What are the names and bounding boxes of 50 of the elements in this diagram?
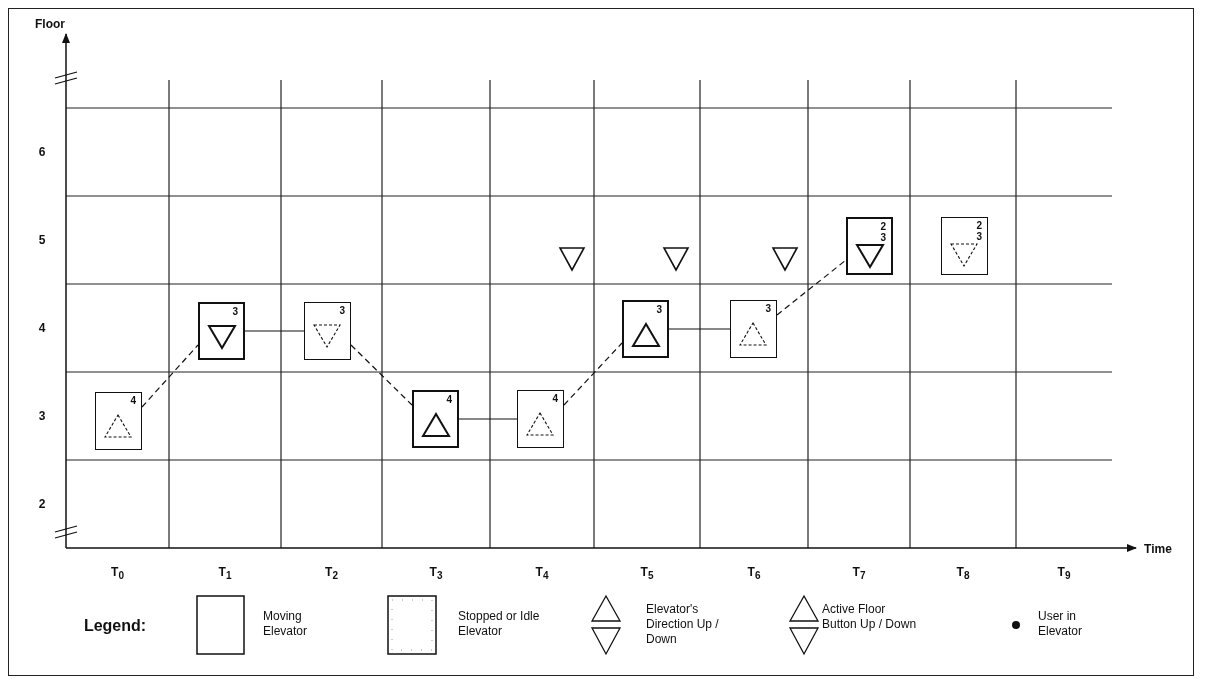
time-label: T$_{3}$ — [429, 566, 443, 582]
floor-number: 3 — [38, 410, 46, 422]
destination-floor-number: 4 — [552, 394, 558, 404]
time-label: T$_{1}$ — [218, 566, 232, 582]
time-label: T$_{8}$ — [956, 566, 970, 582]
elevator-box — [846, 217, 893, 275]
legend-text: Elevator's Direction Up / Down — [646, 602, 720, 647]
time-label: T$_{5}$ — [640, 566, 654, 582]
connector-line — [563, 342, 623, 406]
legend-text: User in Elevator — [1038, 609, 1084, 639]
axis-title: Floor — [35, 18, 65, 30]
elevator-box — [95, 392, 142, 450]
elevator-box — [517, 390, 564, 448]
axis-title: Time — [1144, 543, 1172, 555]
elevator-box — [622, 300, 669, 358]
destination-floor-number: 3 — [976, 232, 982, 242]
legend-text: Active Floor Button Up / Down — [822, 602, 918, 632]
elevator-box — [412, 390, 459, 448]
connector-line — [141, 344, 199, 408]
destination-floor-number: 2 — [976, 221, 982, 231]
floor-number: 4 — [38, 322, 46, 334]
destination-floor-number: 4 — [446, 395, 452, 405]
destination-floor-number: 3 — [656, 305, 662, 315]
legend-title: Legend: — [83, 618, 147, 634]
destination-floor-number: 2 — [880, 222, 886, 232]
elevator-box — [730, 300, 777, 358]
connector-line — [244, 330, 305, 332]
floor-number: 6 — [38, 146, 46, 158]
connector-line — [458, 418, 518, 420]
time-label: T$_{2}$ — [325, 566, 338, 582]
time-label: T$_{6}$ — [747, 566, 761, 582]
destination-floor-number: 3 — [880, 233, 886, 243]
connector-line — [668, 328, 731, 330]
connector-line — [776, 259, 847, 316]
connector-line — [350, 344, 413, 406]
elevator-box — [941, 217, 988, 275]
floor-number: 5 — [38, 234, 46, 246]
elevator-box — [198, 302, 245, 360]
floor-number: 2 — [38, 498, 46, 510]
destination-floor-number: 4 — [130, 396, 136, 406]
time-label: T$_{7}$ — [852, 566, 866, 582]
destination-floor-number: 3 — [339, 306, 345, 316]
destination-floor-number: 3 — [765, 304, 771, 314]
time-label: T$_{4}$ — [535, 566, 549, 582]
legend-text: Stopped or Idle Elevator — [458, 609, 541, 639]
legend-text: Moving Elevator — [263, 609, 309, 639]
destination-floor-number: 3 — [232, 307, 238, 317]
elevator-box — [304, 302, 351, 360]
time-label: T$_{0}$ — [111, 566, 124, 582]
time-label: T$_{9}$ — [1057, 566, 1071, 582]
